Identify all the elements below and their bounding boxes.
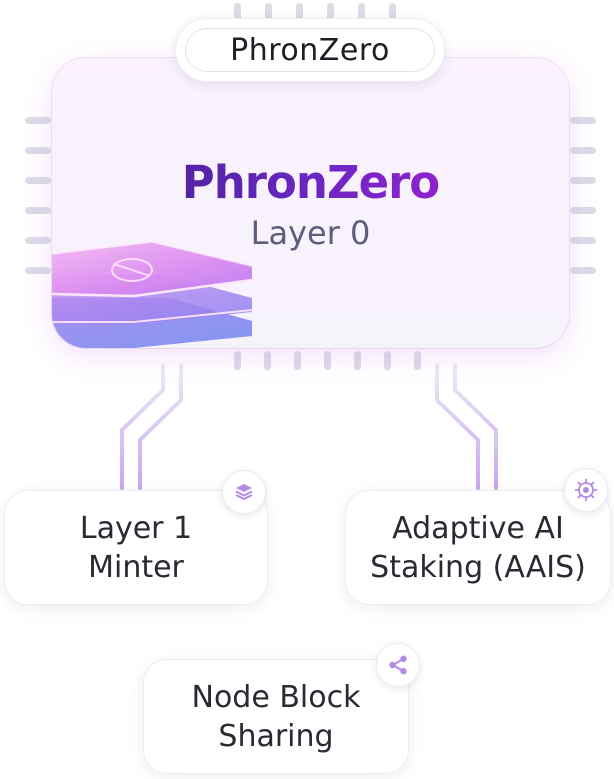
node-label-line2: Staking (AAIS) [370, 549, 586, 585]
node-label-line1: Node Block [191, 679, 361, 715]
ai-chip-icon [564, 468, 608, 512]
connector-aais [435, 363, 498, 490]
node-layer1-minter: Layer 1 Minter [4, 490, 268, 605]
chip-pins-bottom [234, 351, 421, 370]
header-pill: PhronZero [175, 18, 445, 82]
connector-node [294, 363, 320, 659]
node-label-line2: Sharing [218, 718, 334, 754]
share-icon [376, 643, 420, 687]
connector-minter [120, 363, 183, 490]
chip-pins-right [570, 117, 596, 274]
stacked-layers-illustration [52, 241, 253, 348]
chip-pins-top [234, 3, 396, 22]
node-adaptive-ai-staking: Adaptive AI Staking (AAIS) [345, 490, 611, 605]
chip-pins-left [25, 117, 51, 274]
node-label-line1: Adaptive AI [392, 510, 564, 546]
layer0-chip: PhronZero Layer 0 [52, 58, 569, 348]
node-block-sharing: Node Block Sharing [143, 659, 409, 774]
chip-title: PhronZero [52, 156, 569, 209]
node-label-line2: Minter [88, 549, 184, 585]
node-label-line1: Layer 1 [79, 510, 193, 546]
layers-icon [222, 470, 266, 514]
chip-subtitle: Layer 0 [250, 214, 371, 252]
header-pill-label: PhronZero [185, 28, 435, 72]
